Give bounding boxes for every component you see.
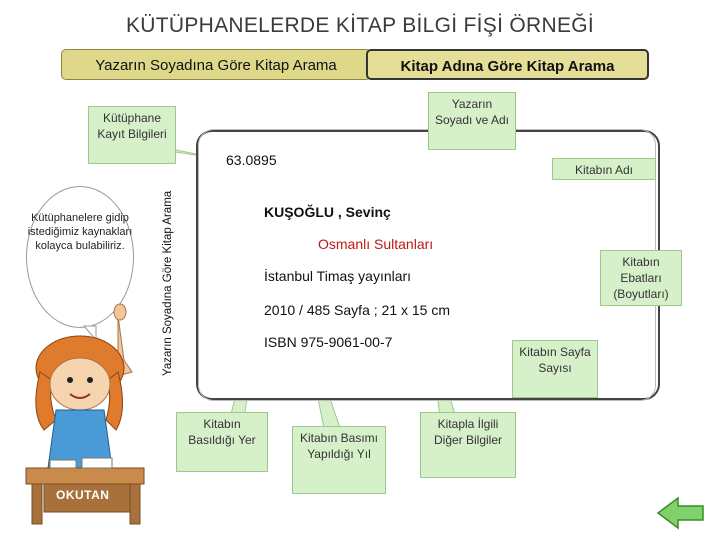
callout-library-record: Kütüphane Kayıt Bilgileri (88, 106, 176, 164)
book-title-text: Osmanlı Sultanları (318, 236, 434, 252)
page-title: KÜTÜPHANELERDE KİTAP BİLGİ FİŞİ ÖRNEĞİ (125, 14, 595, 37)
year-pages-text: 2010 / 485 Sayfa ; 21 x 15 cm (264, 302, 451, 318)
tab-title-search[interactable]: Kitap Adına Göre Kitap Arama (366, 49, 649, 80)
speech-bubble: Kütüphanelere gidip istediğimiz kaynakla… (26, 186, 134, 328)
callout-print-year: Kitabın Basımı Yapıldığı Yıl (292, 426, 386, 494)
callout-page-count: Kitabın Sayfa Sayısı (512, 340, 598, 398)
publisher-text: İstanbul Timaş yayınları (264, 268, 412, 284)
call-number: 63.0895 (226, 152, 277, 168)
author-text: KUŞOĞLU , Sevinç (264, 204, 391, 220)
callout-printed-place: Kitabın Basıldığı Yer (176, 412, 268, 472)
callout-other-info: Kitapla İlgili Diğer Bilgiler (420, 412, 516, 478)
isbn-text: ISBN 975-9061-00-7 (264, 334, 393, 350)
character-sign: OKUTAN (56, 488, 110, 502)
back-button[interactable] (656, 496, 706, 530)
left-arrow-icon (656, 496, 704, 530)
callout-dimensions: Kitabın Ebatları (Boyutları) (600, 250, 682, 306)
callout-author-name: Yazarın Soyadı ve Adı (428, 92, 516, 150)
callout-book-name: Kitabın Adı (552, 158, 656, 180)
